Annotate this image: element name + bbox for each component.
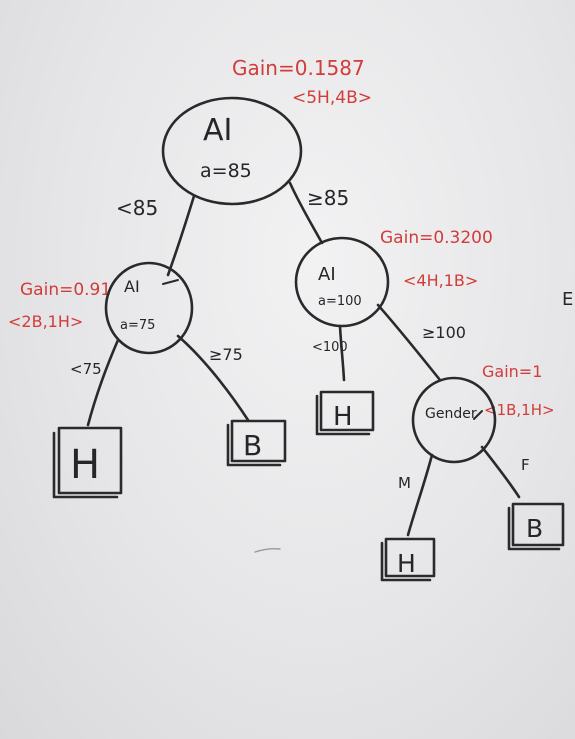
gender-right-label: F — [521, 456, 530, 474]
root-left-label: <85 — [116, 196, 158, 220]
gender-right-edge — [480, 445, 521, 499]
leaf-rl-shadow — [315, 394, 371, 436]
leaf-gf-shadow — [507, 506, 561, 551]
leaf-lr-shadow — [226, 423, 282, 467]
root-gain: Gain=0.1587 — [232, 56, 365, 80]
root-counts: <5H,4B> — [292, 88, 372, 108]
leaf-gm-label: H — [397, 549, 416, 578]
right-counts: <4H,1B> — [403, 271, 478, 290]
leaf-lr-box — [230, 419, 287, 463]
leaf-gm-box — [384, 537, 436, 578]
left-right-edge — [176, 334, 250, 422]
right-attr: AI — [318, 264, 336, 285]
gender-attr: Gender — [425, 406, 477, 422]
left-gain: Gain=0.91 — [20, 280, 111, 300]
gender-gain: Gain=1 — [482, 362, 542, 381]
root-right-edge — [288, 181, 324, 245]
left-node-arrow-mark — [162, 279, 179, 285]
root-threshold: a=85 — [200, 160, 252, 182]
right-right-edge — [376, 303, 442, 382]
leaf-ll-box — [57, 426, 123, 495]
left-left-edge — [86, 338, 120, 427]
right-threshold: a=100 — [318, 294, 362, 309]
stray-mark-e: E — [562, 289, 573, 310]
right-node-circle — [294, 236, 390, 328]
right-right-label: ≥100 — [422, 323, 466, 342]
right-gain: Gain=0.3200 — [380, 228, 493, 248]
root-right-label: ≥85 — [307, 186, 349, 210]
root-node-circle — [161, 96, 303, 206]
right-left-label: <100 — [312, 340, 348, 355]
gender-node-circle — [411, 376, 497, 464]
leaf-rl-label: H — [333, 402, 353, 432]
root-left-edge — [166, 194, 196, 277]
left-attr: AI — [124, 277, 140, 296]
gender-left-edge — [406, 453, 434, 537]
stray-smudge — [254, 547, 281, 553]
left-threshold: a=75 — [120, 318, 155, 333]
left-left-label: <75 — [70, 360, 102, 378]
right-left-edge — [338, 324, 346, 382]
leaf-rl-box — [319, 390, 375, 432]
leaf-ll-shadow — [52, 431, 119, 499]
left-node-circle — [104, 261, 194, 355]
left-right-label: ≥75 — [209, 345, 243, 364]
gender-node-arrow-mark — [473, 410, 483, 420]
root-attr: AI — [203, 113, 232, 148]
leaf-ll-label: H — [70, 442, 100, 488]
leaf-gm-shadow — [380, 541, 432, 582]
gender-left-label: M — [398, 474, 411, 492]
leaf-lr-label: B — [243, 429, 262, 462]
gender-counts: <1B,1H> — [484, 401, 555, 419]
leaf-gf-box — [511, 502, 565, 547]
leaf-gf-label: B — [526, 514, 543, 543]
left-counts: <2B,1H> — [8, 312, 83, 331]
